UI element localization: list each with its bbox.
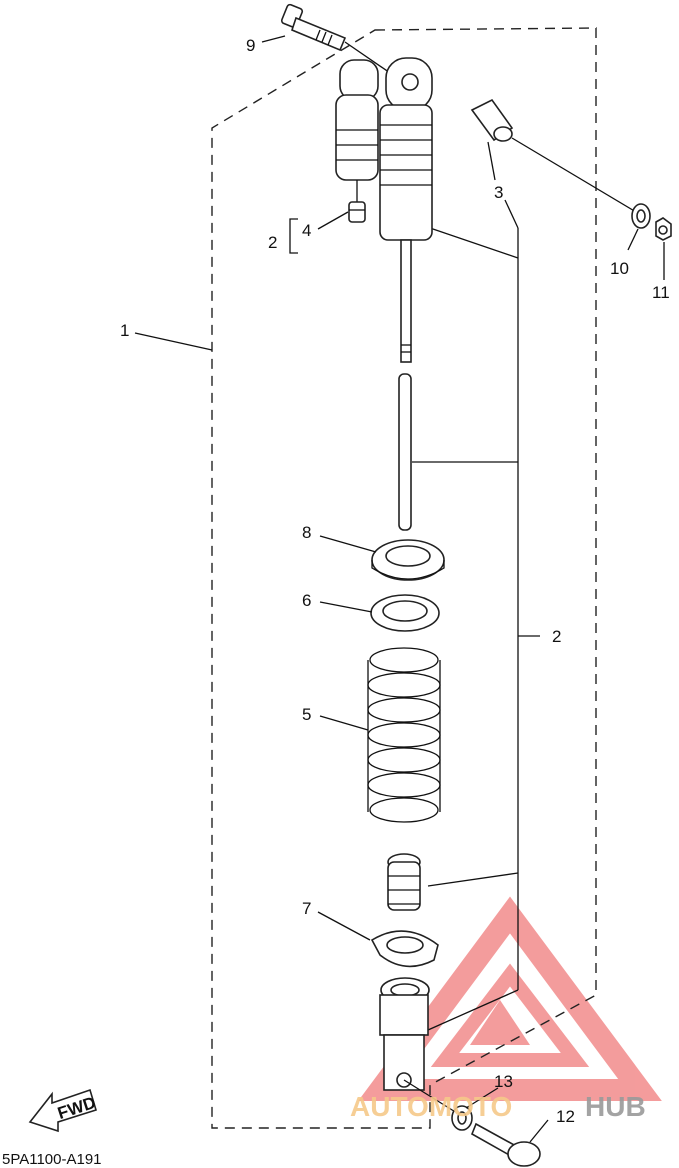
locknut-8	[371, 539, 445, 581]
diagram-code: 5PA1100-A191	[2, 1151, 102, 1168]
reservoir-cylinder	[335, 59, 379, 202]
callout-6: 6	[302, 591, 311, 610]
callout-2-right: 2	[552, 627, 561, 646]
push-rod	[398, 373, 412, 531]
assembly-boundary	[211, 27, 597, 1129]
bump-stopper	[387, 853, 421, 911]
spring-guide-7	[370, 930, 439, 968]
collar-3	[470, 98, 637, 213]
valve-cap-4	[348, 201, 366, 223]
lower-clevis	[379, 977, 466, 1119]
callout-3: 3	[494, 183, 503, 202]
nut-11	[655, 217, 672, 241]
watermark-logo	[358, 896, 662, 1101]
callout-10: 10	[610, 259, 629, 278]
callout-12: 12	[556, 1107, 575, 1126]
watermark-word-hub: HUB	[585, 1091, 646, 1122]
adjusting-nut-6	[370, 594, 440, 632]
callout-11: 11	[652, 283, 670, 302]
watermark-word-auto: AUTOMOTO	[350, 1091, 512, 1122]
washer-13	[451, 1105, 473, 1131]
bolt-9	[280, 3, 413, 89]
callout-8: 8	[302, 523, 311, 542]
fwd-label: FWD	[55, 1093, 98, 1123]
callout-5: 5	[302, 705, 311, 724]
callout-7: 7	[302, 899, 311, 918]
reference-lines	[412, 199, 540, 1031]
spring-5	[367, 647, 441, 823]
callout-13: 13	[494, 1072, 513, 1091]
fwd-arrow-icon	[28, 1088, 97, 1133]
leader-lines	[134, 35, 665, 1143]
callout-4: 4	[302, 221, 311, 240]
callout-9: 9	[246, 36, 255, 55]
callout-2-upper: 2	[268, 233, 277, 252]
washer-10	[631, 203, 651, 229]
bolt-12	[470, 1122, 541, 1167]
shock-body	[379, 57, 433, 363]
callout-1: 1	[120, 321, 129, 340]
